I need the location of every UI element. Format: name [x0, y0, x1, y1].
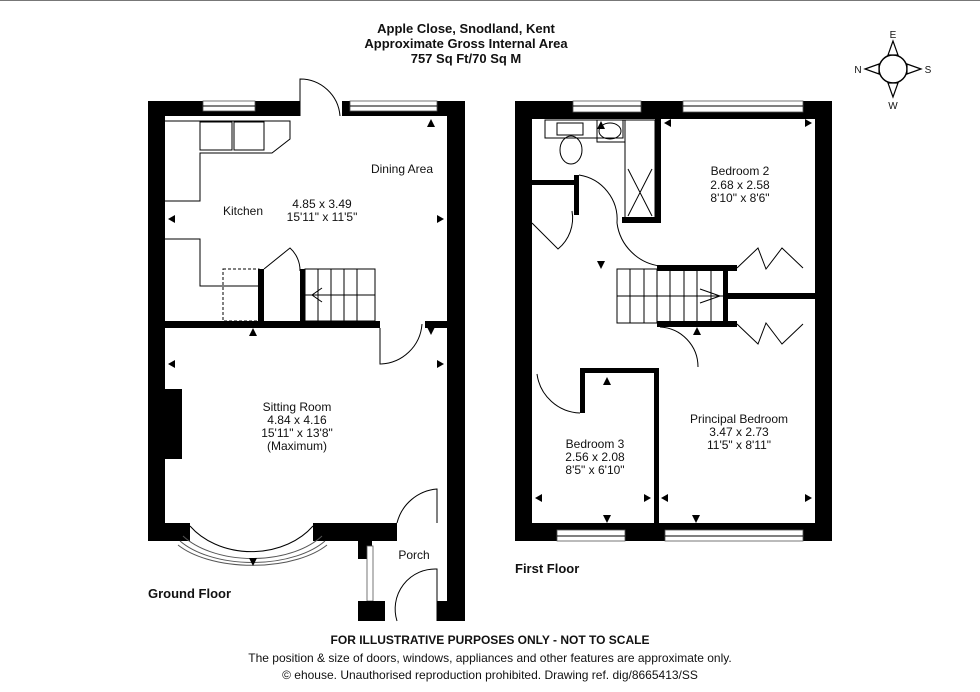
area-value: 757 Sq Ft/70 Sq M [411, 51, 522, 66]
disclaimer: FOR ILLUSTRATIVE PURPOSES ONLY - NOT TO … [331, 633, 650, 647]
sitting-room-note: (Maximum) [267, 439, 327, 453]
kitchen-label: Kitchen [223, 204, 263, 218]
compass-w: W [888, 101, 898, 112]
compass-icon: E N S W [854, 30, 931, 112]
ground-floor-plan: Kitchen Dining Area 4.85 x 3.49 15'11" x… [148, 78, 465, 622]
dining-area-label: Dining Area [371, 162, 433, 176]
principal-bedroom-imperial: 11'5" x 8'11" [707, 438, 771, 452]
bedroom2-label: Bedroom 2 [711, 164, 770, 178]
area-label: Approximate Gross Internal Area [364, 36, 568, 51]
porch-label: Porch [398, 548, 429, 562]
first-floor-plan: Bedroom 2 2.68 x 2.58 8'10" x 8'6" Bedro… [515, 100, 832, 576]
compass-s: S [925, 65, 932, 76]
kitchen-metric: 4.85 x 3.49 [292, 197, 352, 211]
principal-bedroom-label: Principal Bedroom [690, 412, 788, 426]
bedroom2-metric: 2.68 x 2.58 [710, 178, 770, 192]
first-floor-label: First Floor [515, 561, 579, 576]
bedroom2-imperial: 8'10" x 8'6" [710, 191, 769, 205]
sitting-room-metric: 4.84 x 4.16 [267, 413, 327, 427]
sitting-room-label: Sitting Room [263, 400, 332, 414]
bedroom3-imperial: 8'5" x 6'10" [565, 463, 624, 477]
sitting-room-imperial: 15'11" x 13'8" [261, 426, 333, 440]
compass-e: E [890, 30, 897, 41]
footer-note: The position & size of doors, windows, a… [248, 651, 731, 665]
ground-floor-label: Ground Floor [148, 586, 231, 601]
copyright: © ehouse. Unauthorised reproduction proh… [282, 668, 698, 682]
principal-bedroom-metric: 3.47 x 2.73 [709, 425, 769, 439]
kitchen-imperial: 15'11" x 11'5" [287, 210, 358, 224]
compass-n: N [854, 65, 861, 76]
address-title: Apple Close, Snodland, Kent [377, 21, 555, 36]
bedroom3-label: Bedroom 3 [566, 437, 625, 451]
bedroom3-metric: 2.56 x 2.08 [565, 450, 625, 464]
